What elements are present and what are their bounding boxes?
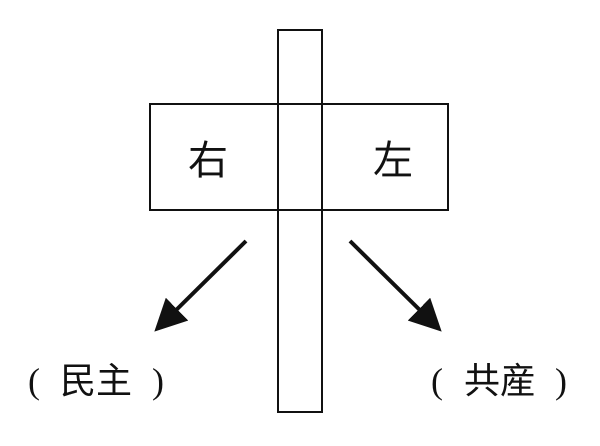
arrow-left-down xyxy=(154,239,248,332)
arrow-right-down xyxy=(348,239,442,332)
paren-open-left: ( xyxy=(28,361,40,401)
sign-board xyxy=(149,103,449,211)
sign-post xyxy=(277,29,323,413)
paren-open-right: ( xyxy=(431,361,443,401)
board-label-right: 左 xyxy=(373,138,413,184)
bottom-label-left: 民主 xyxy=(60,361,132,402)
board-label-left: 右 xyxy=(188,138,228,184)
bottom-label-right: 共産 xyxy=(464,361,536,402)
paren-close-left: ) xyxy=(152,361,164,401)
paren-close-right: ) xyxy=(555,361,567,401)
